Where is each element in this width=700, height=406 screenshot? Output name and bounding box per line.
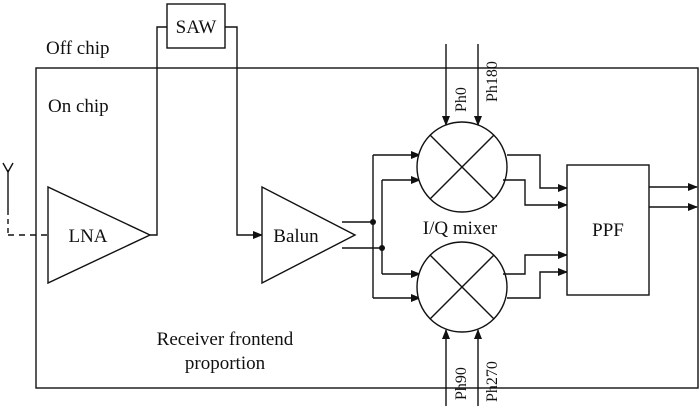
lna-to-saw-line <box>150 26 167 236</box>
antenna-icon <box>2 162 48 236</box>
off-chip-label: Off chip <box>46 38 110 59</box>
ph90-label: Ph90 <box>453 367 470 400</box>
top-mixer-out-1 <box>507 154 568 192</box>
ppf-block <box>566 164 650 296</box>
balun-block <box>261 185 357 285</box>
ph270-label: Ph270 <box>484 361 501 402</box>
on-chip-boundary <box>35 67 699 389</box>
lna-label: LNA <box>68 226 107 247</box>
ph180-label: Ph180 <box>484 61 501 102</box>
caption-line-1: Receiver frontend <box>157 329 294 350</box>
caption-line-2: proportion <box>185 353 266 374</box>
ppf-label: PPF <box>592 220 624 241</box>
top-mixer <box>416 121 508 213</box>
bottom-mixer-out-2 <box>507 268 568 299</box>
ph0-label: Ph0 <box>453 87 470 112</box>
saw-label: SAW <box>176 17 217 38</box>
junction-dot <box>370 219 376 225</box>
bottom-mixer <box>416 241 508 333</box>
top-mixer-out-2 <box>503 179 568 209</box>
on-chip-label: On chip <box>48 96 109 117</box>
iq-mixer-label: I/Q mixer <box>423 218 498 239</box>
junction-dot <box>379 245 385 251</box>
saw-to-balun-line <box>225 26 263 239</box>
bottom-mixer-out-1 <box>503 251 568 275</box>
saw-block <box>166 3 226 49</box>
lna-block <box>47 185 152 285</box>
balun-label: Balun <box>273 226 319 247</box>
